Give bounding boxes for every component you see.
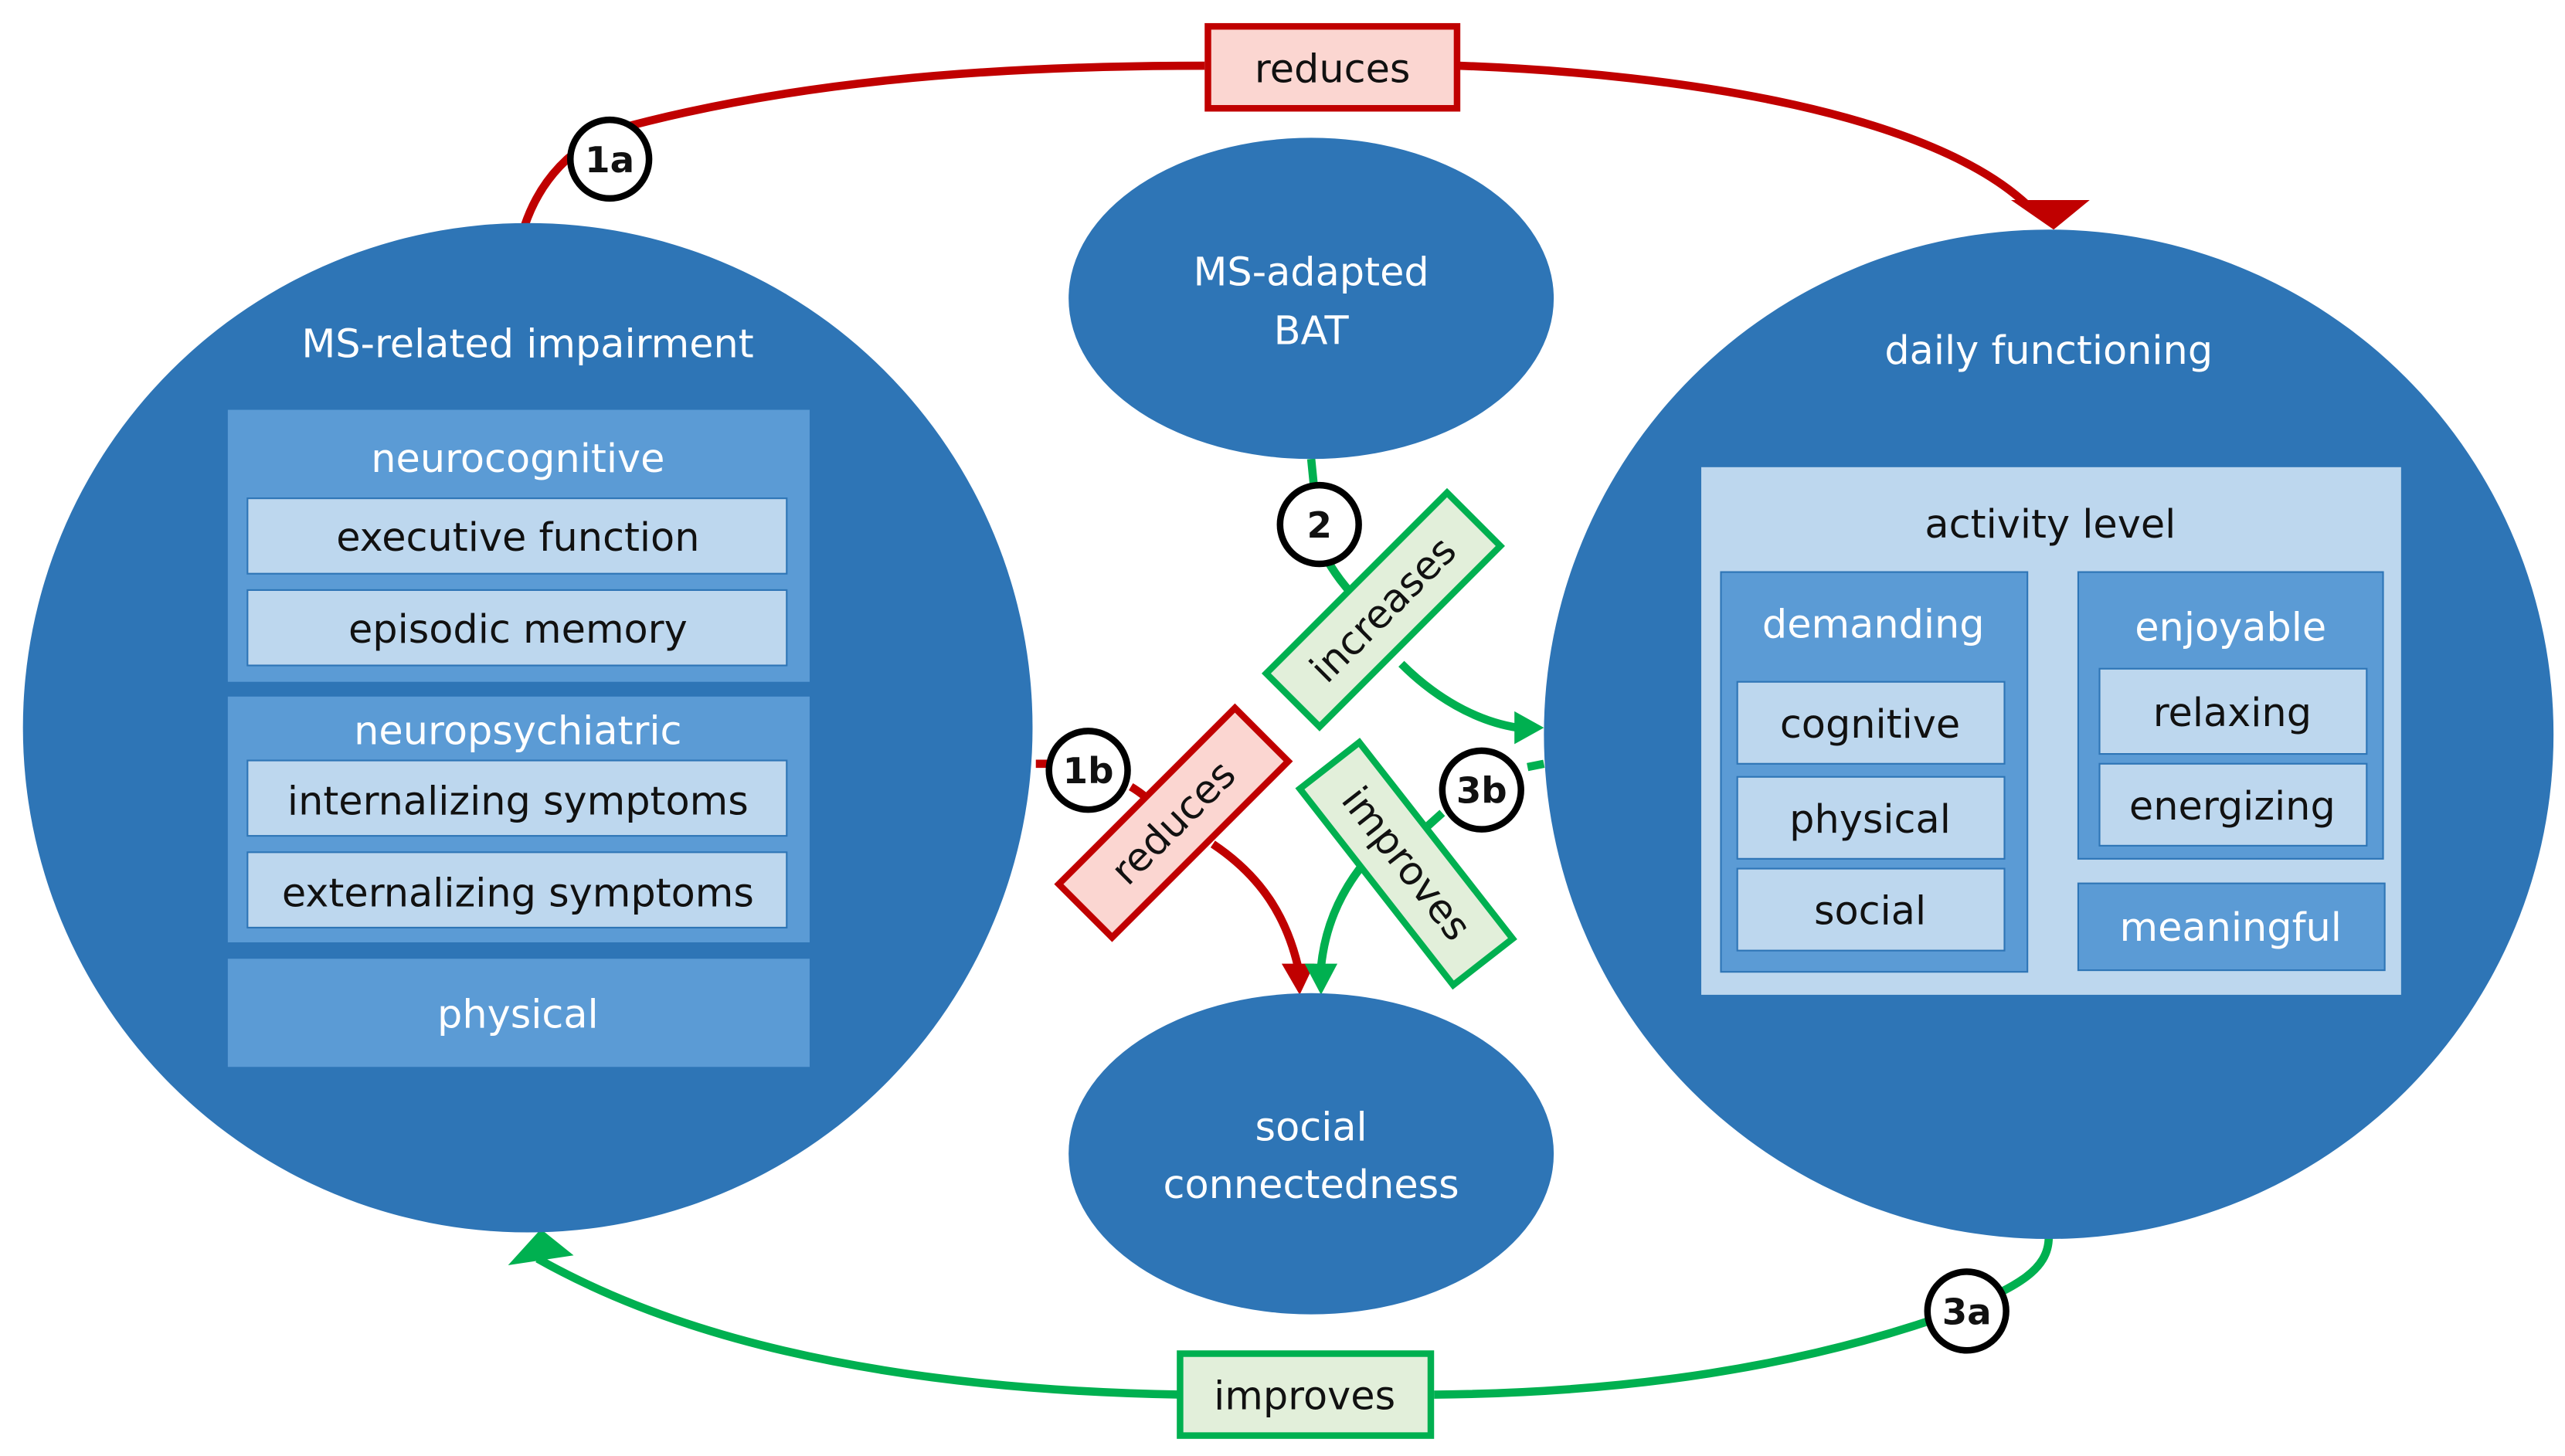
social-ellipse: [1068, 993, 1554, 1315]
social-activity-label: social: [1814, 889, 1926, 935]
relation-1a-text: reduces: [1255, 46, 1411, 92]
neuropsychiatric-heading: neuropsychiatric: [354, 708, 681, 754]
meaningful-label: meaningful: [2120, 905, 2342, 951]
internalizing-box: [246, 759, 788, 837]
physical-activity-label: physical: [1789, 797, 1951, 843]
badge-3a: 3a: [1924, 1268, 2010, 1354]
badge-1a: 1a: [567, 116, 653, 202]
bat-label-line1: MS-adapted: [1194, 249, 1429, 295]
badge-1b-text: 1b: [1063, 751, 1114, 792]
arrow-1a-head: [2010, 200, 2090, 230]
energizing-box: [2098, 762, 2368, 847]
badge-3a-text: 3a: [1942, 1291, 1992, 1333]
badge-3b: 3b: [1439, 747, 1524, 833]
meaningful-box: [2077, 882, 2386, 972]
arrow-3a-path: [535, 1237, 2054, 1399]
badge-1b: 1b: [1045, 728, 1131, 813]
cognitive-box: [1736, 680, 2006, 765]
bat-ellipse: [1068, 137, 1554, 460]
arrow-2-head: [1514, 711, 1544, 745]
badge-3b-text: 3b: [1456, 771, 1507, 813]
episodic-memory-label: episodic memory: [348, 607, 688, 653]
relation-1a-label: reduces: [1204, 22, 1461, 112]
social-activity-box: [1736, 867, 2006, 952]
relation-3a-label: improves: [1177, 1350, 1435, 1439]
impairment-title: MS-related impairment: [301, 322, 753, 368]
relaxing-label: relaxing: [2153, 691, 2312, 736]
activity-level-heading: activity level: [1925, 502, 2176, 548]
relation-3a-text: improves: [1214, 1374, 1395, 1420]
executive-function-label: executive function: [336, 515, 699, 561]
internalizing-label: internalizing symptoms: [287, 779, 749, 825]
connectors: [508, 61, 2090, 1399]
enjoyable-heading: enjoyable: [2135, 606, 2326, 651]
demanding-heading: demanding: [1762, 602, 1985, 647]
episodic-memory-box: [246, 589, 788, 667]
physical-activity-box: [1736, 776, 2006, 860]
physical-impairment-box: [227, 959, 810, 1067]
neurocognitive-heading: neurocognitive: [371, 436, 664, 482]
social-label-line2: connectedness: [1164, 1162, 1459, 1208]
cognitive-label: cognitive: [1780, 702, 1960, 748]
functioning-title: daily functioning: [1884, 328, 2213, 374]
externalizing-label: externalizing symptoms: [282, 871, 754, 916]
arrow-1b-head: [1281, 963, 1315, 995]
physical-impairment-label: physical: [437, 992, 599, 1037]
bat-label-line2: BAT: [1274, 309, 1350, 355]
badge-2: 2: [1276, 481, 1362, 568]
executive-function-box: [246, 497, 788, 575]
badge-1a-text: 1a: [585, 140, 634, 182]
arrow-3a-head: [508, 1229, 574, 1265]
energizing-label: energizing: [2129, 784, 2336, 830]
social-label-line1: social: [1255, 1105, 1367, 1151]
arrow-1a-path: [520, 61, 2032, 228]
relaxing-box: [2098, 667, 2368, 755]
arrow-3b-head: [1304, 963, 1338, 995]
relation-3b-label: improves: [1295, 738, 1517, 990]
badge-2-text: 2: [1306, 505, 1331, 547]
externalizing-box: [246, 851, 788, 928]
